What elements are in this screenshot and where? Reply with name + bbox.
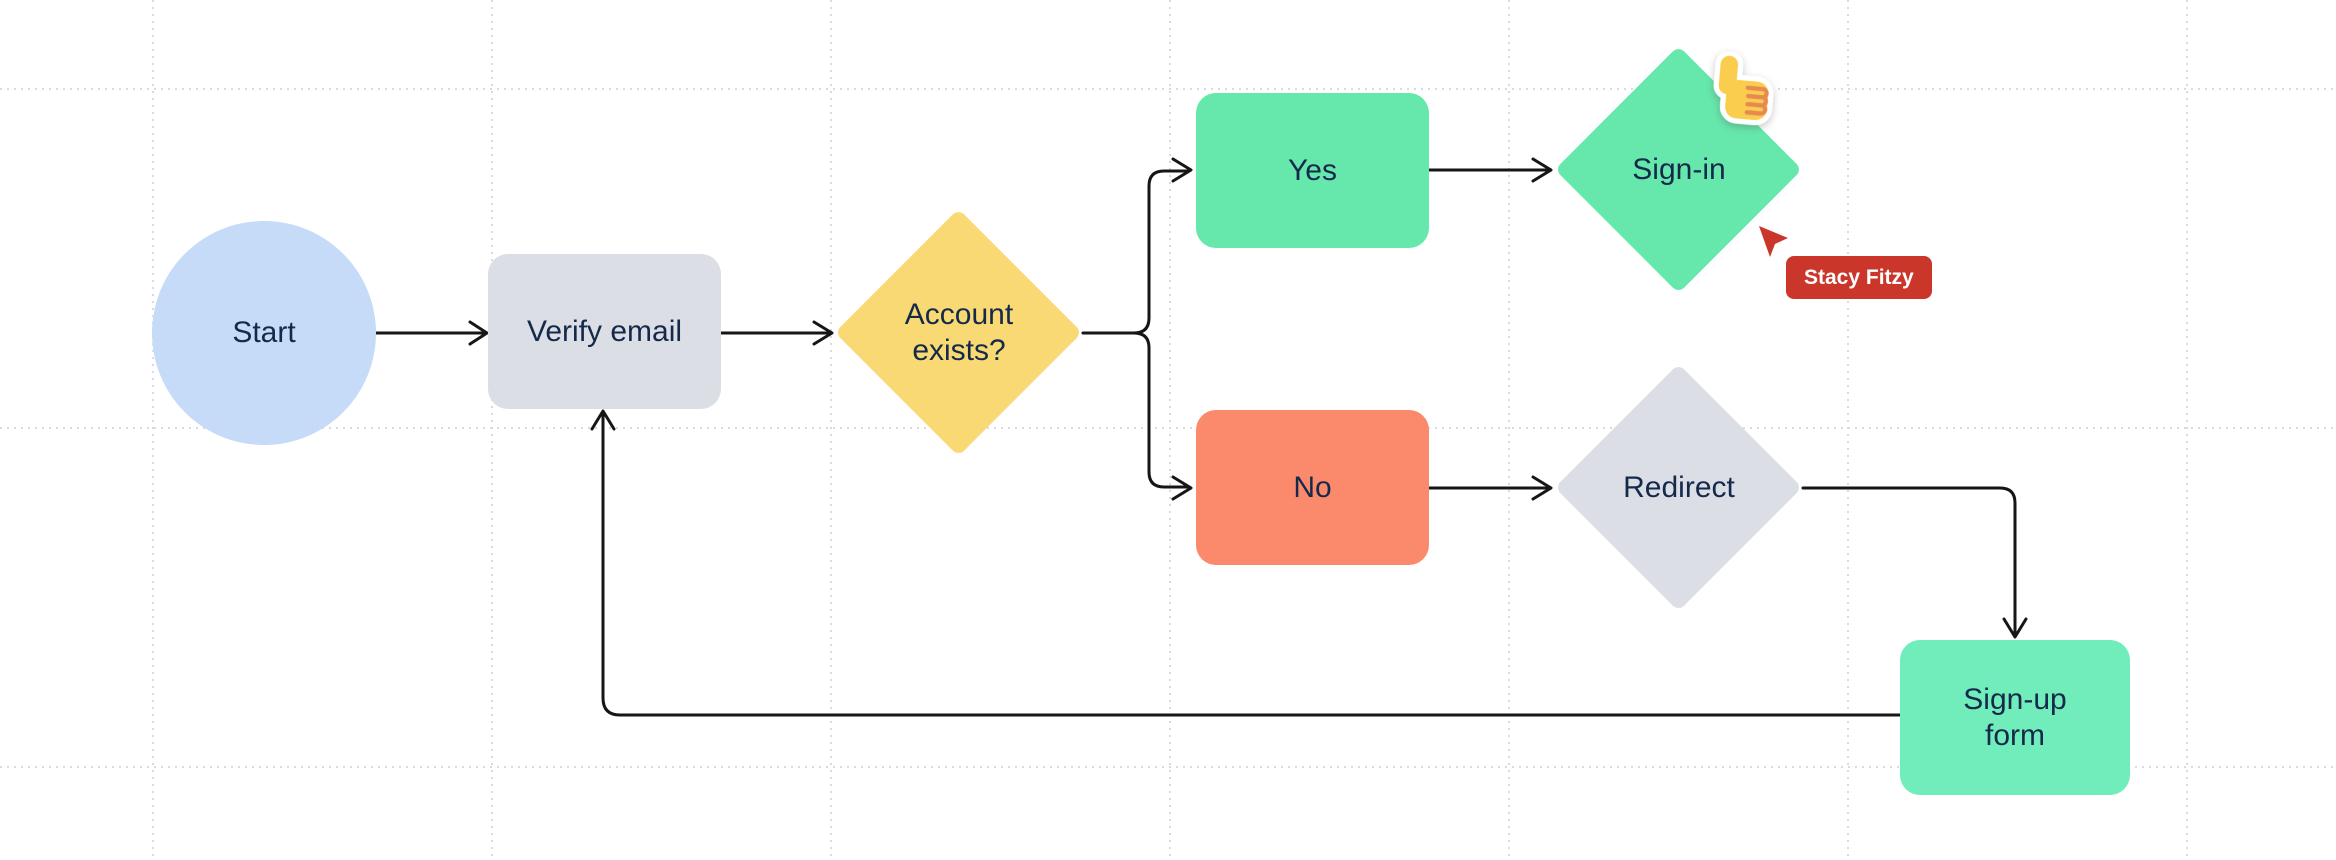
arrowhead bbox=[590, 409, 616, 431]
arrowhead bbox=[468, 320, 489, 346]
node-start[interactable]: Start bbox=[152, 221, 376, 445]
node-verify-email[interactable]: Verify email bbox=[488, 254, 721, 409]
node-label: Verify email bbox=[526, 314, 683, 348]
node-label: Yes bbox=[1288, 153, 1337, 187]
node-label: Sign-up form bbox=[1963, 682, 2067, 752]
collaborator-name: Stacy Fitzy bbox=[1804, 266, 1914, 289]
connector-redirect-signup[interactable] bbox=[1801, 486, 2017, 636]
arrowhead bbox=[1171, 475, 1193, 501]
node-yes[interactable]: Yes bbox=[1196, 93, 1429, 248]
thumbs-up-icon bbox=[1713, 50, 1774, 126]
node-label: Start bbox=[232, 316, 296, 349]
connector-signup-verify[interactable] bbox=[601, 411, 1902, 717]
connector-account-no[interactable] bbox=[1132, 331, 1191, 489]
arrowhead bbox=[812, 320, 834, 346]
node-no[interactable]: No bbox=[1196, 410, 1429, 565]
collaborator-name-badge: Stacy Fitzy bbox=[1786, 256, 1932, 299]
thumbs-up-sticker[interactable] bbox=[1706, 50, 1782, 132]
connector-account-yes[interactable] bbox=[1081, 169, 1191, 335]
node-sign-up-form[interactable]: Sign-up form bbox=[1900, 640, 2130, 795]
arrowhead bbox=[1171, 157, 1193, 183]
arrowhead bbox=[2002, 617, 2028, 639]
arrowhead bbox=[1531, 157, 1553, 183]
collaborator-cursor-icon bbox=[1759, 226, 1788, 257]
arrowhead bbox=[1531, 475, 1553, 501]
node-label: No bbox=[1293, 470, 1332, 504]
